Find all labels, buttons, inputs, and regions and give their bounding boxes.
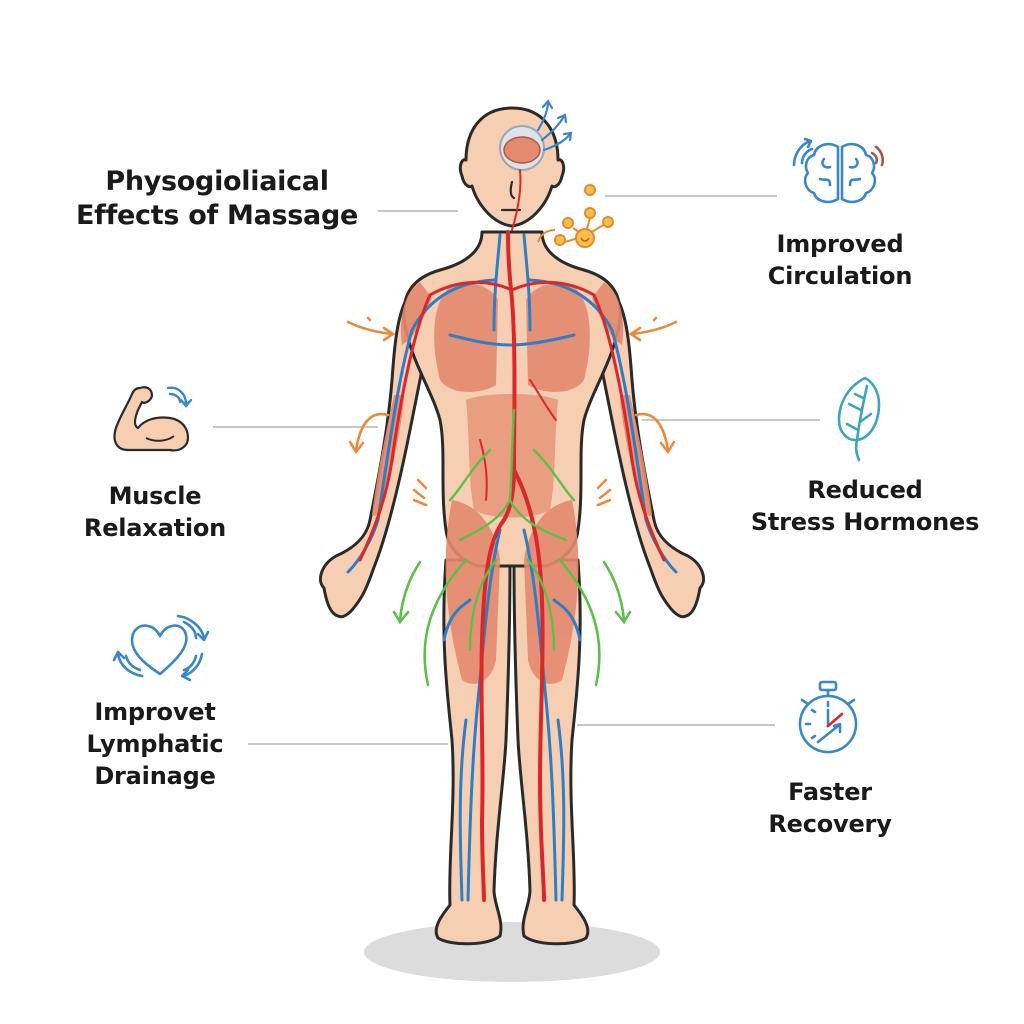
effect-label-reduced-stress-hormones: Reduced Stress Hormones xyxy=(750,476,980,536)
brain-icon xyxy=(790,135,890,210)
release-arrow-3 xyxy=(542,132,572,152)
effect-label-faster-recovery: Faster Recovery xyxy=(768,778,892,838)
title-line-2: Effects of Massage xyxy=(75,200,359,231)
effect-label-muscle-relaxation: Muscle Relaxation xyxy=(83,482,227,542)
right-deltoid xyxy=(592,282,624,345)
effect-label-lymphatic-drainage: Improvet Lymphatic Drainage xyxy=(86,698,224,790)
left-thigh-muscle xyxy=(445,500,500,684)
left-deltoid xyxy=(400,282,432,345)
effect-label-improved-circulation: Improved Circulation xyxy=(767,230,913,290)
leader-line-title xyxy=(378,210,458,212)
pressure-arrow-right-elbow xyxy=(634,412,670,452)
leader-line-improved-circulation xyxy=(605,195,777,197)
title-line-1: Physogioliaical xyxy=(105,166,329,197)
leader-line-lymphatic-drainage xyxy=(248,743,448,745)
endorphin-molecule-icon xyxy=(537,184,614,248)
leaf-icon xyxy=(835,374,885,464)
page-title: Physogioliaical Effects of Massage xyxy=(62,165,372,233)
flexed-arm-icon xyxy=(108,380,198,455)
release-arrow-2 xyxy=(540,114,566,142)
leader-line-faster-recovery xyxy=(577,724,775,726)
floor-shadow xyxy=(364,922,660,982)
heart-cycle-icon xyxy=(112,610,212,682)
leader-line-reduced-stress-hormones xyxy=(642,419,820,421)
lymph-flow-arrow-right xyxy=(602,560,626,622)
brain xyxy=(499,125,545,171)
pressure-arrow-left-elbow xyxy=(354,412,390,452)
pressure-arrow-left-shoulder xyxy=(346,320,394,336)
leader-line-muscle-relaxation xyxy=(213,426,378,428)
pressure-arrow-right-shoulder xyxy=(630,320,678,336)
stopwatch-icon xyxy=(790,678,870,758)
nose xyxy=(509,180,516,200)
release-arrow-1 xyxy=(536,100,550,132)
lymph-flow-arrow-left xyxy=(398,560,422,622)
